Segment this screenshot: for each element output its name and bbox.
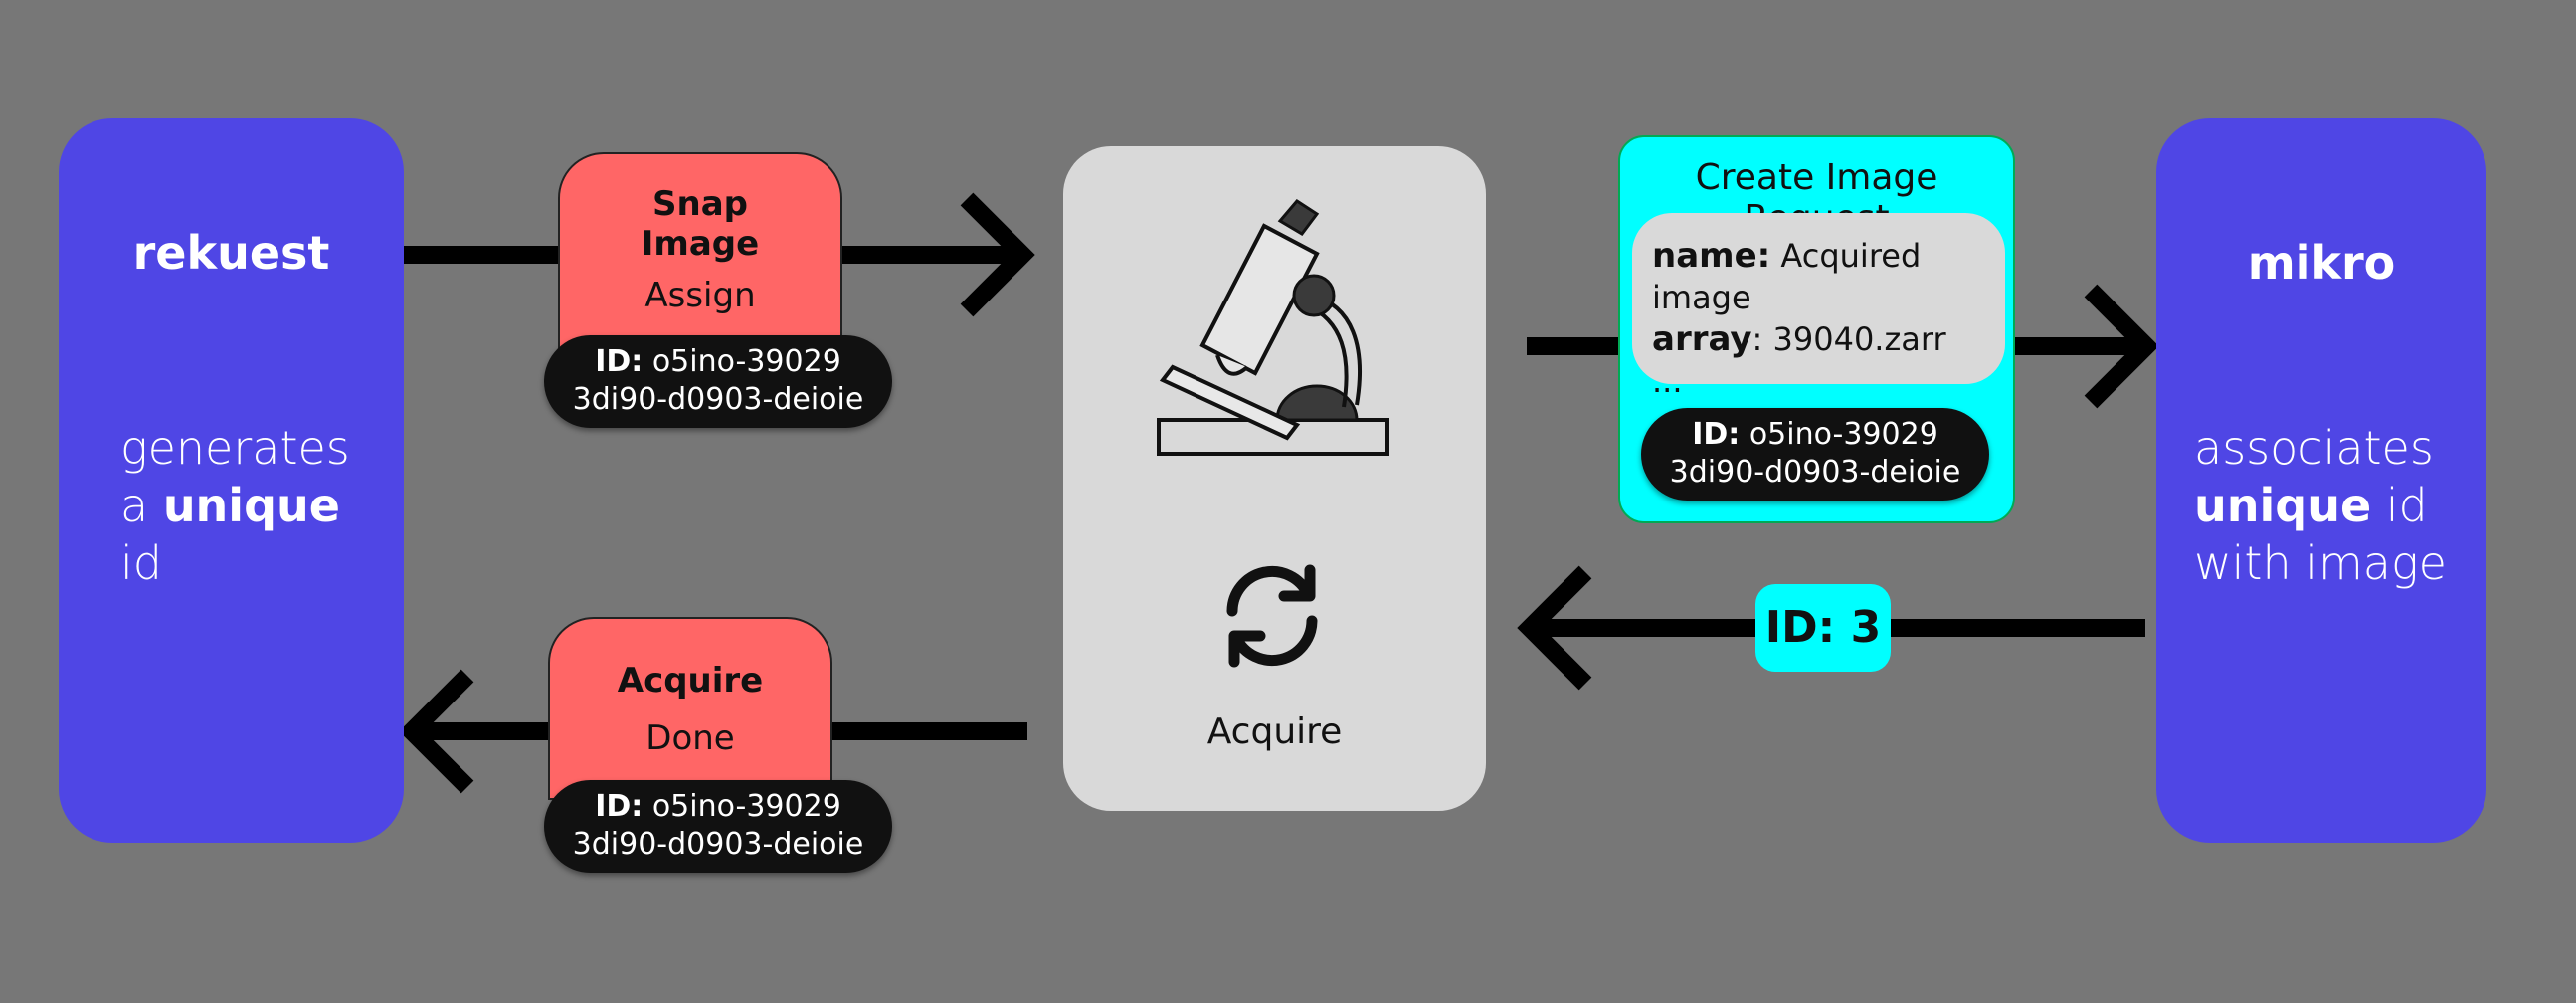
acquire-id-pill: ID: o5ino-39029 3di90-d0903-deioie <box>544 780 892 873</box>
acquire-done-pill: Acquire Done <box>548 617 832 800</box>
mikro-desc-suffix: id <box>2371 479 2428 532</box>
request-id-label: ID: <box>1692 417 1741 452</box>
acquire-title: Acquire <box>617 661 764 701</box>
rekuest-description: generates a unique id <box>120 419 350 592</box>
snap-title-line1: Snap <box>652 184 748 224</box>
mikro-desc-bold: unique <box>2194 479 2372 532</box>
rekuest-desc-line2: a unique <box>120 477 350 534</box>
snap-id-part1: o5ino-39029 <box>643 344 841 379</box>
request-name-label: name: <box>1652 236 1771 276</box>
acquire-card-label: Acquire <box>1206 711 1343 752</box>
mikro-panel: mikro associates unique id with image <box>2156 118 2486 843</box>
acquire-id-part1: o5ino-39029 <box>643 789 841 824</box>
snap-id-pill: ID: o5ino-39029 3di90-d0903-deioie <box>544 335 892 428</box>
request-name-value: Acquired image <box>1652 237 1922 316</box>
mikro-desc-line2: unique id <box>2194 477 2447 534</box>
mikro-desc-line3: with image <box>2194 536 2447 590</box>
mikro-desc-line1: associates <box>2194 421 2434 475</box>
rekuest-panel: rekuest generates a unique id <box>59 118 404 843</box>
rekuest-desc-prefix: a <box>120 479 163 532</box>
mikro-title: mikro <box>2247 236 2396 290</box>
acquire-card: Acquire <box>1063 146 1486 811</box>
rekuest-desc-line3: id <box>120 536 162 590</box>
snap-id-line2: 3di90-d0903-deioie <box>572 382 864 417</box>
acquire-id-line1: ID: o5ino-39029 <box>544 788 892 826</box>
request-id-line2: 3di90-d0903-deioie <box>1669 455 1961 490</box>
rekuest-desc-bold: unique <box>162 479 340 532</box>
rekuest-title: rekuest <box>132 226 330 280</box>
snap-title-line2: Image <box>641 224 760 264</box>
snap-id-label: ID: <box>595 344 644 379</box>
done-arrow-head <box>399 669 474 794</box>
refresh-icon <box>1226 564 1318 668</box>
request-name-row: name: Acquired image <box>1652 235 2005 318</box>
acquire-id-line2: 3di90-d0903-deioie <box>572 827 864 862</box>
request-id-pill: ID: o5ino-39029 3di90-d0903-deioie <box>1641 408 1989 501</box>
snap-id-line1: ID: o5ino-39029 <box>544 343 892 381</box>
return-id-badge: ID: 3 <box>1755 584 1891 672</box>
request-array-row: array: 39040.zarr <box>1652 318 2005 360</box>
request-array-value: : 39040.zarr <box>1751 320 1946 358</box>
mikro-description: associates unique id with image <box>2194 419 2447 592</box>
snap-subtitle: Assign <box>644 276 756 315</box>
microscope-icon <box>1157 199 1389 456</box>
request-id-part1: o5ino-39029 <box>1740 417 1938 452</box>
request-arrow-head <box>2084 284 2159 409</box>
request-id-line1: ID: o5ino-39029 <box>1641 416 1989 454</box>
rekuest-desc-line1: generates <box>120 421 350 475</box>
request-array-label: array <box>1652 319 1752 359</box>
request-fields: name: Acquired image array: 39040.zarr .… <box>1632 213 2005 400</box>
return-arrow-head <box>1517 565 1592 691</box>
snap-image-pill: Snap Image Assign <box>558 152 842 355</box>
acquire-subtitle: Done <box>645 718 735 758</box>
request-ellipsis: ... <box>1652 362 1683 400</box>
create-image-request-card: Create Image Request name: Acquired imag… <box>1618 135 2015 523</box>
acquire-id-label: ID: <box>595 789 644 824</box>
assign-arrow-head <box>960 192 1035 317</box>
